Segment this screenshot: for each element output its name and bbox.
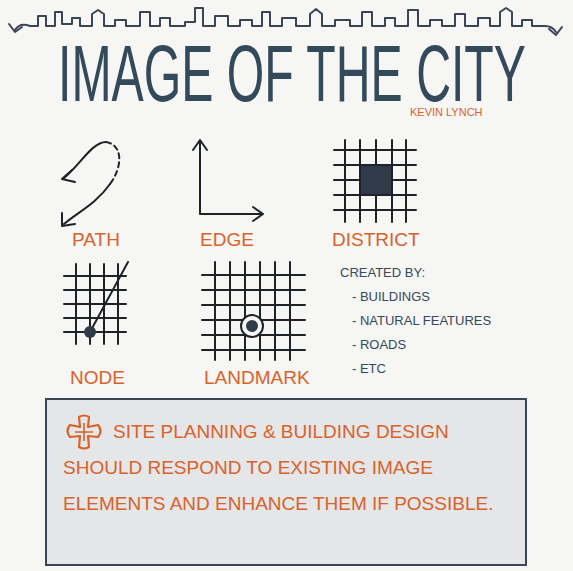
skyline — [15, 8, 556, 32]
district-grid — [334, 140, 416, 222]
district-block — [361, 166, 391, 194]
skyline-arrow — [9, 24, 22, 32]
arrow-head — [62, 213, 75, 226]
element-name: DISTRICT — [332, 230, 420, 251]
element-name: NODE — [70, 368, 125, 389]
node-dot — [84, 326, 96, 338]
element-name: LANDMARK — [204, 368, 310, 389]
title: IMAGE OF THE CITY — [58, 34, 526, 114]
note-text: SITE PLANNING & BUILDING DESIGN SHOULD R… — [63, 414, 509, 522]
logo-symbol — [63, 414, 105, 450]
note-box: SITE PLANNING & BUILDING DESIGN SHOULD R… — [45, 398, 527, 566]
list-heading: CREATED BY: — [340, 266, 425, 280]
path-symbol — [64, 184, 110, 224]
note-content: SITE PLANNING & BUILDING DESIGN SHOULD R… — [47, 400, 525, 536]
author: KEVIN LYNCH — [410, 106, 483, 118]
logo-outline — [68, 416, 101, 449]
landmark-ring — [241, 315, 263, 337]
skyline-arrow — [549, 27, 562, 35]
arrow-head — [253, 207, 263, 221]
logo-detail — [75, 423, 93, 441]
landmark-dot — [246, 320, 258, 332]
path-symbol — [106, 142, 119, 184]
list-item: - ETC — [352, 362, 386, 376]
list-item: - NATURAL FEATURES — [352, 314, 491, 328]
element-name: EDGE — [200, 230, 254, 251]
edge-symbol — [200, 142, 262, 214]
element-name: PATH — [72, 230, 120, 251]
arrow-head — [193, 140, 207, 150]
list-item: - BUILDINGS — [352, 290, 430, 304]
node-grid — [64, 262, 128, 344]
arrow-head — [62, 170, 75, 182]
list-item: - ROADS — [352, 338, 406, 352]
landmark-grid — [202, 262, 305, 360]
